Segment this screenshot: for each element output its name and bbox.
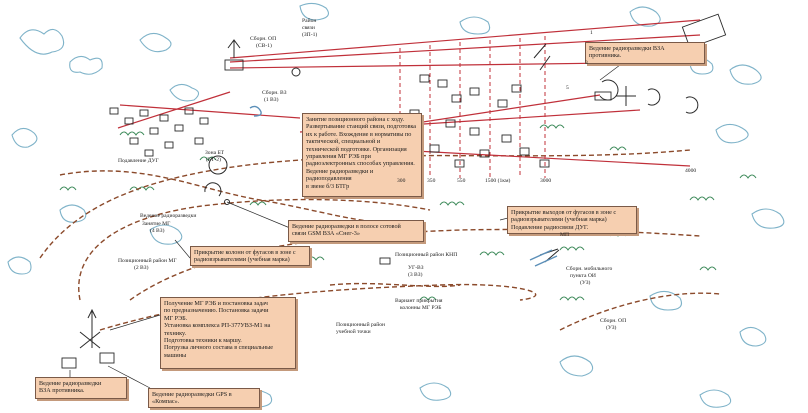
callout-task-setting: Получение МГ РЭБ и постановка задач по п… — [160, 297, 296, 369]
callout-enemy-recon-bottom-left: Ведение радиоразведки ВЗА противника. — [35, 377, 127, 399]
label-suppression: Подавление ДУГ — [118, 158, 159, 164]
label-range-350: 350 — [427, 178, 436, 184]
callout-ied-cover-right: Прикрытие выходов от фугасов в зоне с ра… — [507, 206, 637, 234]
unit-symbols — [61, 13, 727, 369]
label-bvz-code: (1 ВЗ) — [264, 97, 279, 103]
callout-line: Ведение радиоразведки GPS в — [152, 391, 232, 398]
cloud-outlines — [7, 2, 785, 408]
callout-line: Ведение радиоразведки в полосе сотовой — [292, 223, 401, 230]
label-bottom-area-1: Позиционный район — [336, 322, 386, 328]
callout-line: Ведение радиоразведки — [39, 380, 102, 387]
label-station-3: (3 ВЗ) — [408, 272, 423, 278]
label-bottom-area-2: учебной точки — [336, 329, 371, 335]
callout-line: технической подготовке. Организация — [306, 145, 407, 153]
label-point-3: 3 — [585, 60, 588, 66]
label-station-2: УГ-ВЗ — [408, 265, 424, 271]
label-east-1: Сборн. мобильного — [566, 266, 613, 272]
label-zone-bt: Зона БТ — [205, 150, 225, 156]
label-area-left: Позиционный район МГ — [118, 258, 177, 264]
label-sborn-op: Сборн. ОП — [250, 36, 277, 42]
callout-line: противника. — [589, 52, 622, 60]
label-column-cover: Вариант прикрытия — [395, 298, 443, 304]
callout-line: в звене б/3 БТГр — [306, 182, 350, 190]
callout-ied-cover-left: Прикрытие колонн от фугасов в зоне с рад… — [190, 246, 310, 266]
label-range-550: 550 — [457, 178, 466, 184]
label-sborn-op-code: (СВ-1) — [256, 43, 272, 49]
label-range-3000: 3000 — [540, 178, 552, 184]
callout-line: радиоэлектронных способах управления. — [306, 160, 415, 168]
label-east-2: пункта ОИ — [570, 273, 596, 279]
callout-line: Прикрытие выходов от фугасов в зоне с — [511, 209, 617, 216]
callout-gsm-recon: Ведение радиоразведки в полосе сотовой с… — [288, 220, 424, 242]
label-ind-b: (4 ВЗ) — [150, 228, 165, 234]
label-far-top-2: связи — [302, 25, 315, 31]
callout-gps-recon: Ведение радиоразведки GPS в «Компас». — [148, 388, 260, 408]
label-bvz: Сборн. ВЗ — [262, 90, 287, 96]
callout-line: «Компас». — [152, 398, 180, 406]
label-point-1: 1 — [590, 30, 593, 36]
label-place: Ведение радиоразведки — [140, 213, 197, 219]
label-ind-a: Занятие МГ — [142, 221, 171, 227]
callout-line: Подготовка техники к маршу. — [164, 337, 242, 345]
callout-line: МГ РЭБ. — [164, 314, 188, 322]
label-east-sb: Сборн. ОП — [600, 318, 627, 324]
crossing-marks — [249, 105, 558, 267]
callout-enemy-recon-top-right: Ведение радиоразведки ВЗА противника. — [585, 42, 705, 64]
callout-line: Ведение радиоразведки ВЗА — [589, 45, 665, 52]
label-zone-bt-code: (БТ-2) — [206, 157, 221, 163]
callout-line: Ведение радиоразведки и радиоподавления — [306, 167, 374, 183]
callout-line: Развертывание станций связи, подготовка — [306, 123, 417, 131]
callout-line: связи GSM ВЗА «Снег-3» — [292, 230, 360, 238]
label-area-left-code: (2 ВЗ) — [134, 265, 149, 271]
label-east-3: (УЗ) — [580, 280, 591, 286]
label-station-1: Позиционный район КНП — [395, 252, 458, 258]
callout-line: Прикрытие колонн от фугасов в зоне с — [194, 249, 296, 256]
callout-line: Установка комплекса РП-377УВЗ-М1 на — [164, 322, 271, 330]
callout-position-deployment: Занятие позиционного района с ходу. Разв… — [302, 113, 422, 197]
callout-line: Погрузка личного состава в специальные — [164, 344, 274, 352]
label-mp: МП — [560, 232, 570, 238]
label-range-300: 300 — [397, 178, 406, 184]
label-east-sb-code: (УЗ) — [606, 325, 617, 331]
callout-line: Подавление радиосвязи ДУГ. — [511, 223, 589, 231]
callout-line: технику. — [164, 329, 187, 337]
callout-line: радиовзрывателями (учебная марка) — [511, 216, 607, 224]
label-point-5: 5 — [566, 85, 569, 91]
callout-line: управления МГ РЭБ при — [306, 153, 371, 161]
callout-line: Получение МГ РЭБ и постановка задач — [164, 300, 268, 307]
callout-line: по предназначению. Постановка задачи — [164, 307, 269, 315]
label-far-top-1: Район — [302, 18, 317, 24]
label-range-4000: 4000 — [685, 168, 697, 174]
callout-line: Занятие позиционного района с ходу. — [306, 116, 405, 123]
callout-line: их к работе. Вхождение в нормативы по — [306, 130, 412, 138]
callout-line: машины — [164, 351, 187, 359]
label-range-1500: 1500 (1км) — [485, 178, 511, 184]
callout-line: ВЗА противника. — [39, 387, 85, 395]
label-column-cover-2: колонны МГ РЭБ — [400, 305, 442, 311]
callout-line: радиовзрывателями (учебная марка) — [194, 256, 290, 264]
label-far-top-3: (ЗП-1) — [302, 32, 318, 38]
callout-line: тактической, специальной и — [306, 138, 381, 146]
